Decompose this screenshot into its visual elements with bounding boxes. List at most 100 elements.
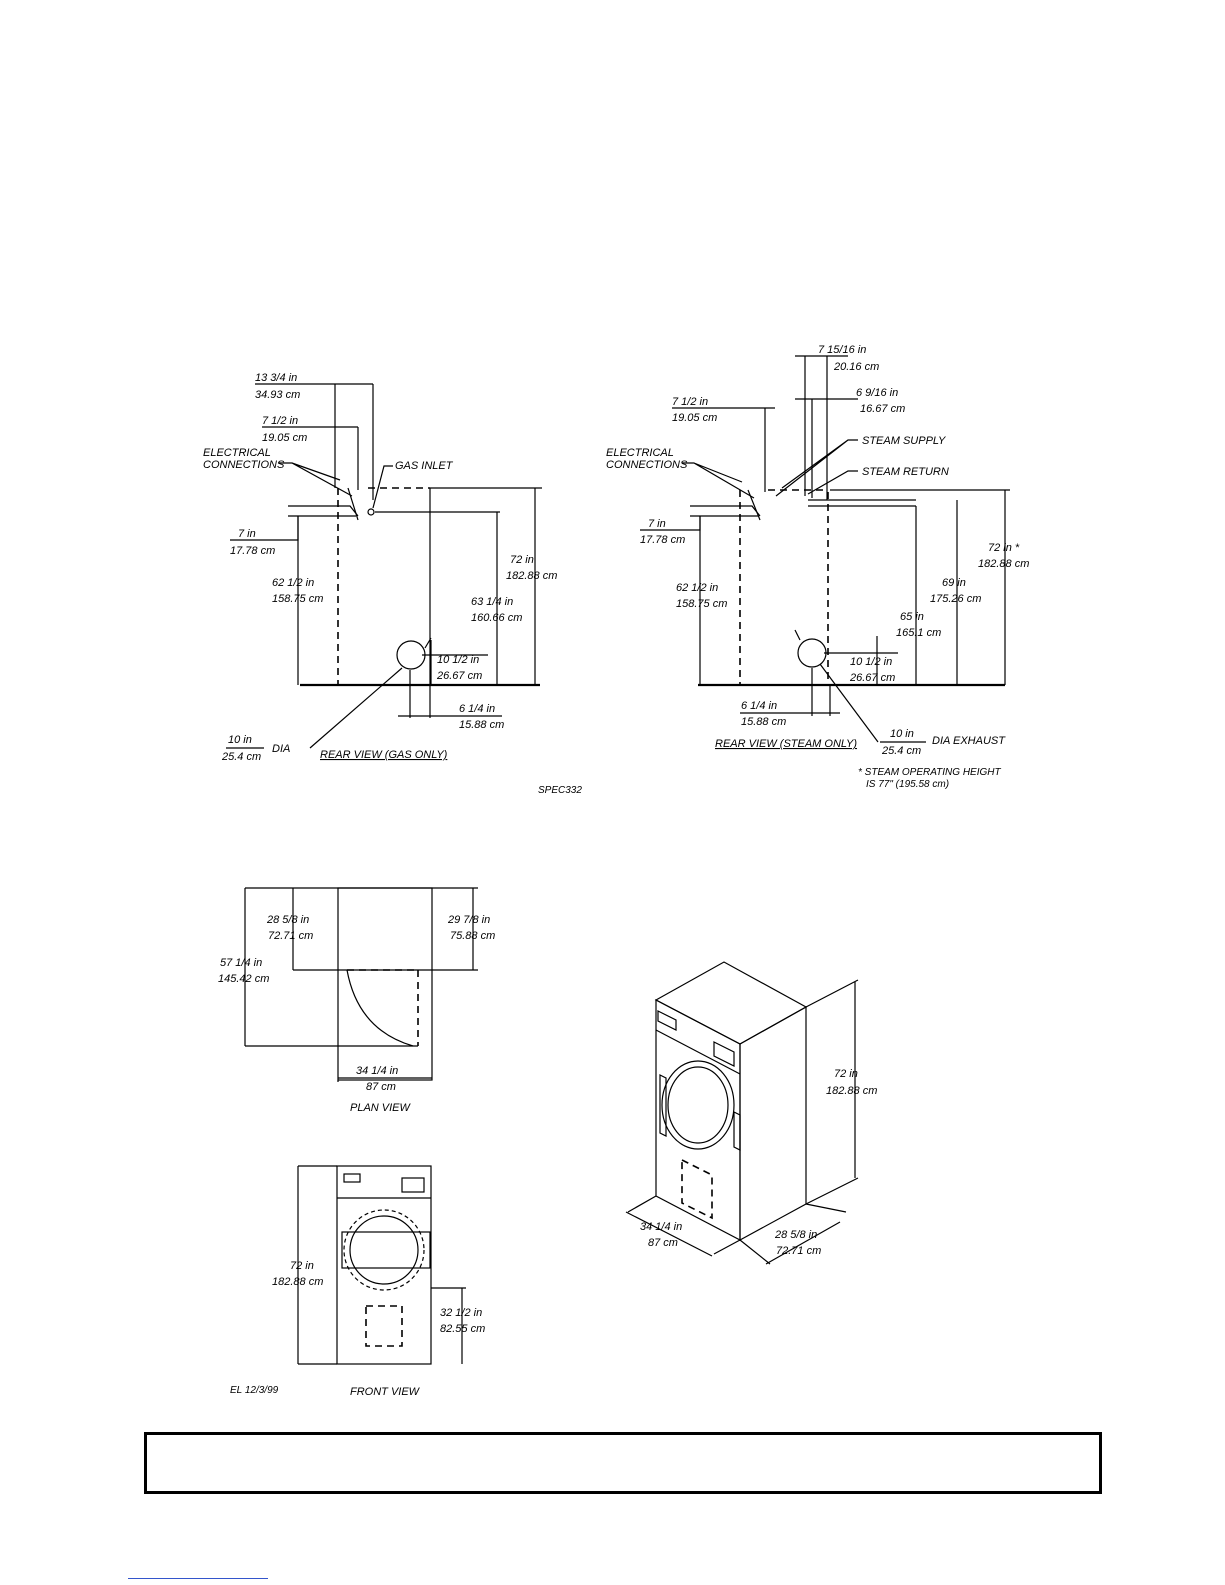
leader-steam-return — [807, 470, 858, 495]
exhaust-circle — [797, 638, 827, 668]
dim-text: 15.88 cm — [741, 716, 786, 728]
control-display — [401, 1177, 425, 1193]
electrical-box — [288, 505, 359, 517]
dim-text: 7 1/2 in — [672, 396, 708, 408]
dim-text: 87 cm — [366, 1081, 396, 1093]
dim-text: 6 1/4 in — [741, 700, 777, 712]
label-steam-return: STEAM RETURN — [862, 466, 949, 478]
gas-inlet-point — [367, 508, 375, 516]
exhaust-tick — [794, 629, 801, 641]
door-outer — [343, 1209, 425, 1291]
iso-door-glass — [667, 1066, 729, 1144]
dim-text: 32 1/2 in — [440, 1307, 482, 1319]
dim-text: 75.88 cm — [450, 930, 495, 942]
dim-text: 6 9/16 in — [856, 387, 898, 399]
dim-text: 26.67 cm — [436, 670, 482, 682]
dim-text: 10 1/2 in — [850, 656, 892, 668]
door-hinge-band — [341, 1231, 431, 1269]
dim-text: 34 1/4 in — [356, 1065, 398, 1077]
dim-text: 72 in — [834, 1068, 858, 1080]
rear-view-steam: 7 15/16 in 20.16 cm 6 9/16 in 16.67 cm 7… — [606, 344, 1029, 790]
dim-text: 13 3/4 in — [255, 372, 297, 384]
lint-door — [365, 1305, 403, 1347]
note-steam-height: * STEAM OPERATING HEIGHT — [858, 767, 1001, 778]
dim-text: 17.78 cm — [230, 545, 275, 557]
dim-text: 19.05 cm — [672, 412, 717, 424]
dim-text: 182.88 cm — [506, 570, 557, 582]
iso-top — [654, 961, 808, 1045]
iso-door-hinges — [659, 1074, 741, 1151]
front-view: 72 in 182.88 cm 32 1/2 in 82.55 cm EL 12… — [230, 1165, 485, 1398]
leader-dia — [309, 667, 403, 749]
door-swing-arc — [346, 969, 414, 1047]
label-steam-supply: STEAM SUPPLY — [862, 435, 946, 447]
label-electrical: ELECTRICAL — [606, 447, 674, 459]
electrical-box — [690, 505, 761, 517]
dim-text: 7 in — [648, 518, 666, 530]
dim-text: 57 1/4 in — [220, 957, 262, 969]
exhaust-tick — [424, 637, 432, 649]
dim-text: 34.93 cm — [255, 389, 300, 401]
dim-text: 72.71 cm — [268, 930, 313, 942]
dim-text: 25.4 cm — [221, 751, 261, 763]
dim-text: 28 5/8 in — [266, 914, 309, 926]
title-block-frame — [144, 1432, 1102, 1494]
dim-text: 10 1/2 in — [437, 654, 479, 666]
dim-text: 182.88 cm — [826, 1085, 877, 1097]
dim-text: 34 1/4 in — [640, 1221, 682, 1233]
electrical-box-edge — [347, 487, 359, 521]
iso-door-outer — [661, 1060, 735, 1150]
label-connections: CONNECTIONS — [606, 459, 688, 471]
caption-rear-gas: REAR VIEW (GAS ONLY) — [320, 749, 448, 761]
dim-text: 17.78 cm — [640, 534, 685, 546]
leader-electrical — [278, 462, 353, 497]
dim-text: 29 7/8 in — [447, 914, 490, 926]
dim-text: 10 in — [228, 734, 252, 746]
dim-text: 6 1/4 in — [459, 703, 495, 715]
plan-view: 28 5/8 in 72.71 cm 29 7/8 in 75.88 cm 57… — [218, 887, 495, 1114]
dim-text: 19.05 cm — [262, 432, 307, 444]
dim-text: 87 cm — [648, 1237, 678, 1249]
isometric-view: 72 in 182.88 cm 34 1/4 in 87 cm 28 5/8 i… — [625, 961, 877, 1265]
dim-text: 175.26 cm — [930, 593, 981, 605]
dim-text: 72 in — [510, 554, 534, 566]
dim-text: 165.1 cm — [896, 627, 941, 639]
dim-text: 158.75 cm — [272, 593, 323, 605]
dim-text: 26.67 cm — [849, 672, 895, 684]
dim-text: 28 5/8 in — [774, 1229, 817, 1241]
dim-text: 10 in — [890, 728, 914, 740]
dim-text: 7 1/2 in — [262, 415, 298, 427]
dim-text: 63 1/4 in — [471, 596, 513, 608]
iso-display — [713, 1041, 735, 1067]
leader-steam-supply — [775, 439, 858, 497]
spec-code: SPEC332 — [538, 785, 582, 796]
iso-coin-slot — [657, 1010, 677, 1031]
caption-front: FRONT VIEW — [350, 1386, 421, 1398]
note-steam-height-value: IS 77" (195.58 cm) — [866, 779, 949, 790]
label-electrical: ELECTRICAL — [203, 447, 271, 459]
rear-view-gas: 13 3/4 in 34.93 cm 7 1/2 in 19.05 cm ELE… — [203, 372, 582, 796]
dim-text: 20.16 cm — [833, 361, 879, 373]
dim-text: 7 in — [238, 528, 256, 540]
dim-text: 72 in * — [988, 542, 1020, 554]
iso-side — [739, 1005, 807, 1242]
dim-line — [739, 1203, 847, 1265]
label-connections: CONNECTIONS — [203, 459, 285, 471]
dim-text: 145.42 cm — [218, 973, 269, 985]
leader-dia — [819, 663, 879, 743]
coin-slot — [343, 1173, 361, 1183]
dim-text: 7 15/16 in — [818, 344, 866, 356]
leader-electrical — [682, 462, 755, 499]
dim-text: 158.75 cm — [676, 598, 727, 610]
dim-text: 25.4 cm — [881, 745, 921, 757]
label-gas-inlet: GAS INLET — [395, 460, 454, 472]
exhaust-circle — [396, 640, 426, 670]
drawing-date: EL 12/3/99 — [230, 1385, 279, 1396]
iso-lint-door — [681, 1158, 713, 1220]
caption-plan: PLAN VIEW — [350, 1102, 412, 1114]
steam-pipes — [808, 499, 916, 507]
door-glass — [349, 1215, 419, 1285]
dim-line — [625, 1195, 741, 1257]
caption-rear-steam: REAR VIEW (STEAM ONLY) — [715, 738, 857, 750]
